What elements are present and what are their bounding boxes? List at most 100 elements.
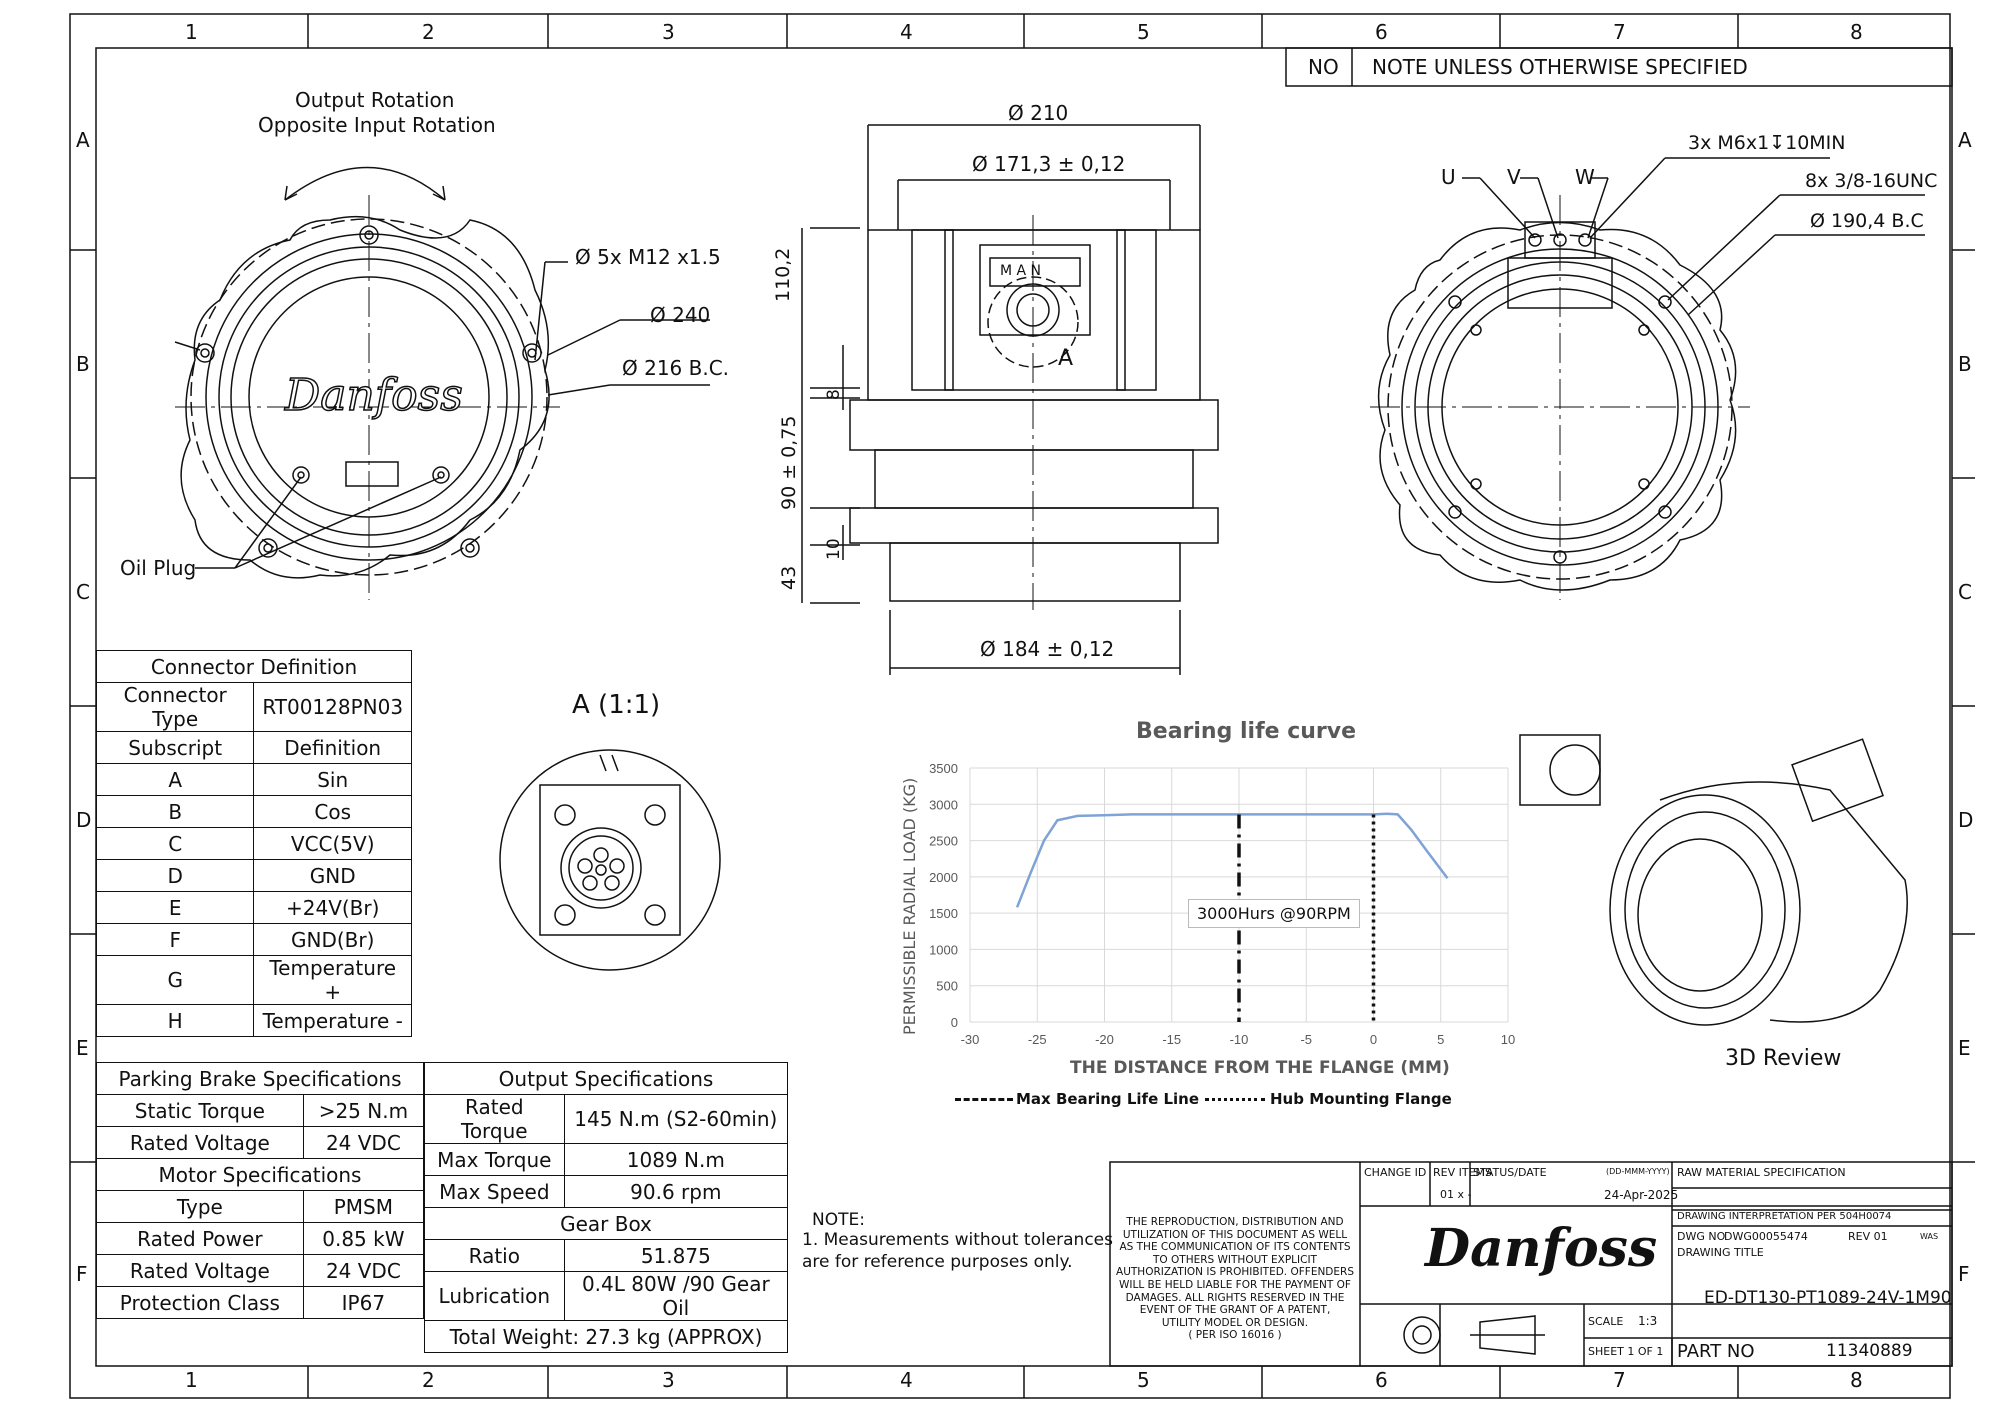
detail-a-view (499, 749, 721, 971)
chart-x-tick-label: -20 (1095, 1032, 1114, 1047)
brake-motor-table: Parking Brake Specifications Static Torq… (96, 1062, 425, 1319)
col-label-7: 7 (1613, 20, 1626, 44)
scale-label: SCALE (1588, 1315, 1624, 1328)
chart-x-tick-label: -15 (1162, 1032, 1181, 1047)
subscript-cell: H (95, 1004, 255, 1037)
legend-max-bearing: Max Bearing Life Line (1016, 1090, 1200, 1108)
col-label-6-bottom: 6 (1375, 1368, 1388, 1392)
dim-240-label: Ø 240 (650, 303, 711, 327)
note-line-2: are for reference purposes only. (802, 1252, 1073, 1272)
copyright-line: UTILIZATION OF THIS DOCUMENT AS WELL (1122, 1228, 1348, 1241)
spec-label: Static Torque (96, 1094, 304, 1127)
row-label-e: E (76, 1036, 89, 1060)
row-label-d: D (76, 808, 92, 832)
col-label-4-bottom: 4 (900, 1368, 913, 1392)
dim-210-label: Ø 210 (1008, 101, 1069, 125)
spec-label: Protection Class (96, 1286, 304, 1319)
part-no-label: PART NO (1677, 1341, 1755, 1362)
copyright-line: WILL BE HELD LIABLE FOR THE PAYMENT OF (1119, 1278, 1351, 1291)
col-label-3-bottom: 3 (662, 1368, 675, 1392)
notes-header-box (1285, 47, 1953, 87)
chart-x-tick-label: -5 (1300, 1032, 1312, 1047)
row-label-a: A (76, 128, 90, 152)
chart-annotation: 3000Hurs @90RPM (1188, 899, 1360, 928)
rev-items-label: REV ITEMS (1433, 1166, 1493, 1179)
spec-label: Rated Power (96, 1222, 304, 1255)
chart-y-tick-label: 3000 (929, 797, 958, 812)
spec-value: PMSM (302, 1190, 425, 1223)
chart-y-tick-label: 1000 (929, 942, 958, 957)
v-label: V (1507, 165, 1521, 189)
copyright-line: AS THE COMMUNICATION OF ITS CONTENTS (1119, 1241, 1351, 1254)
connector-type-label: Connector Type (95, 682, 255, 732)
dwg-no-value: DWG00055474 (1724, 1230, 1808, 1243)
copyright-line: EVENT OF THE GRANT OF A PATENT, (1139, 1304, 1331, 1317)
legend-hub-flange: Hub Mounting Flange (1270, 1090, 1452, 1108)
chart-y-tick-label: 1500 (929, 906, 958, 921)
title-block-lines (1109, 1161, 1953, 1367)
subscript-cell: G (95, 955, 255, 1005)
col-label-5-bottom: 5 (1137, 1368, 1150, 1392)
gearbox-title: Gear Box (424, 1207, 788, 1240)
copyright-block: THE REPRODUCTION, DISTRIBUTION AND UTILI… (1112, 1216, 1358, 1342)
spec-value: 0.85 kW (302, 1222, 425, 1255)
col-label-3: 3 (662, 20, 675, 44)
spec-value: 0.4L 80W /90 Gear Oil (563, 1271, 789, 1321)
col-label-4: 4 (900, 20, 913, 44)
row-label-d-right: D (1958, 808, 1974, 832)
copyright-line: UTILITY MODEL OR DESIGN. (1161, 1316, 1309, 1329)
dim-bc-label: Ø 190,4 B.C (1810, 210, 1924, 232)
dim-184-label: Ø 184 ± 0,12 (980, 637, 1115, 661)
drawing-title: ED-DT130-PT1089-24V-1M90 (1704, 1288, 1952, 1308)
front-view (174, 166, 710, 600)
rotation-label-2: Opposite Input Rotation (258, 113, 496, 137)
chart-x-tick-label: 0 (1370, 1032, 1377, 1047)
copyright-line: AUTHORIZATION IS PROHIBITED. OFFENDERS (1116, 1266, 1354, 1279)
subscript-header: Subscript (95, 731, 255, 764)
spec-label: Rated Voltage (96, 1254, 304, 1287)
chart-y-axis-label: PERMISSIBLE RADIAL LOAD (KG) (900, 777, 919, 1035)
definition-header: Definition (253, 731, 412, 764)
chart-y-tick-label: 3500 (929, 761, 958, 776)
chart-x-tick-label: 10 (1501, 1032, 1515, 1047)
sheet-label: SHEET 1 OF 1 (1588, 1345, 1664, 1358)
copyright-line: THE REPRODUCTION, DISTRIBUTION AND (1126, 1216, 1344, 1228)
dim-171-label: Ø 171,3 ± 0,12 (972, 152, 1126, 176)
zone-ticks (70, 14, 1975, 1398)
chart-y-tick-label: 0 (951, 1015, 958, 1030)
spec-label: Lubrication (424, 1271, 565, 1321)
definition-cell: Sin (253, 763, 412, 796)
dim-unc-label: 8x 3/8-16UNC (1805, 170, 1938, 192)
col-label-1: 1 (185, 20, 198, 44)
front-logo: Danfoss (284, 369, 463, 422)
rev-value: 01 x - (1440, 1188, 1472, 1201)
row-label-c: C (76, 580, 90, 604)
chart-x-tick-label: 5 (1437, 1032, 1444, 1047)
connector-pin-labels: M A N (1000, 263, 1042, 279)
title-block-logo: Danfoss (1425, 1218, 1658, 1279)
dwg-no-label: DWG NO (1677, 1230, 1726, 1243)
chart-title: Bearing life curve (1136, 719, 1357, 744)
view-a-label: A (1058, 346, 1074, 371)
row-label-c-right: C (1958, 580, 1972, 604)
copyright-line: TO OTHERS WITHOUT EXPLICIT (1153, 1253, 1317, 1266)
chart-x-tick-label: -30 (961, 1032, 980, 1047)
col-label-2-bottom: 2 (422, 1368, 435, 1392)
spec-value: IP67 (302, 1286, 425, 1319)
chart-y-tick-label: 500 (936, 979, 958, 994)
row-label-e-right: E (1958, 1036, 1971, 1060)
definition-cell: Temperature + (253, 955, 412, 1005)
spec-label: Max Speed (424, 1175, 565, 1208)
notes-no: NO (1308, 55, 1339, 79)
was-label: WAS (1920, 1232, 1939, 1241)
definition-cell: Cos (253, 795, 412, 828)
dim-216-label: Ø 216 B.C. (622, 356, 730, 380)
note-title: NOTE: (812, 1210, 865, 1230)
chart-x-tick-label: -25 (1028, 1032, 1047, 1047)
spec-value: >25 N.m (302, 1094, 425, 1127)
side-view (801, 124, 1219, 675)
